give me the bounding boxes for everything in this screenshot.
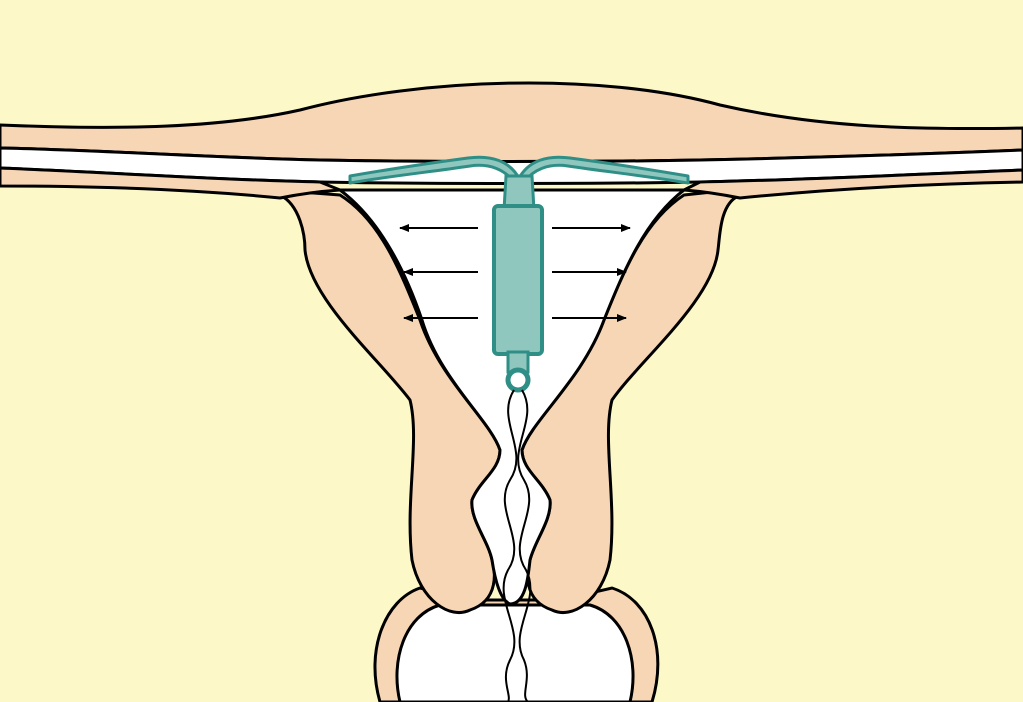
iud-end-loop	[508, 370, 528, 390]
iud-copper-sleeve	[494, 206, 542, 354]
vaginal-canal-inner	[397, 605, 633, 702]
